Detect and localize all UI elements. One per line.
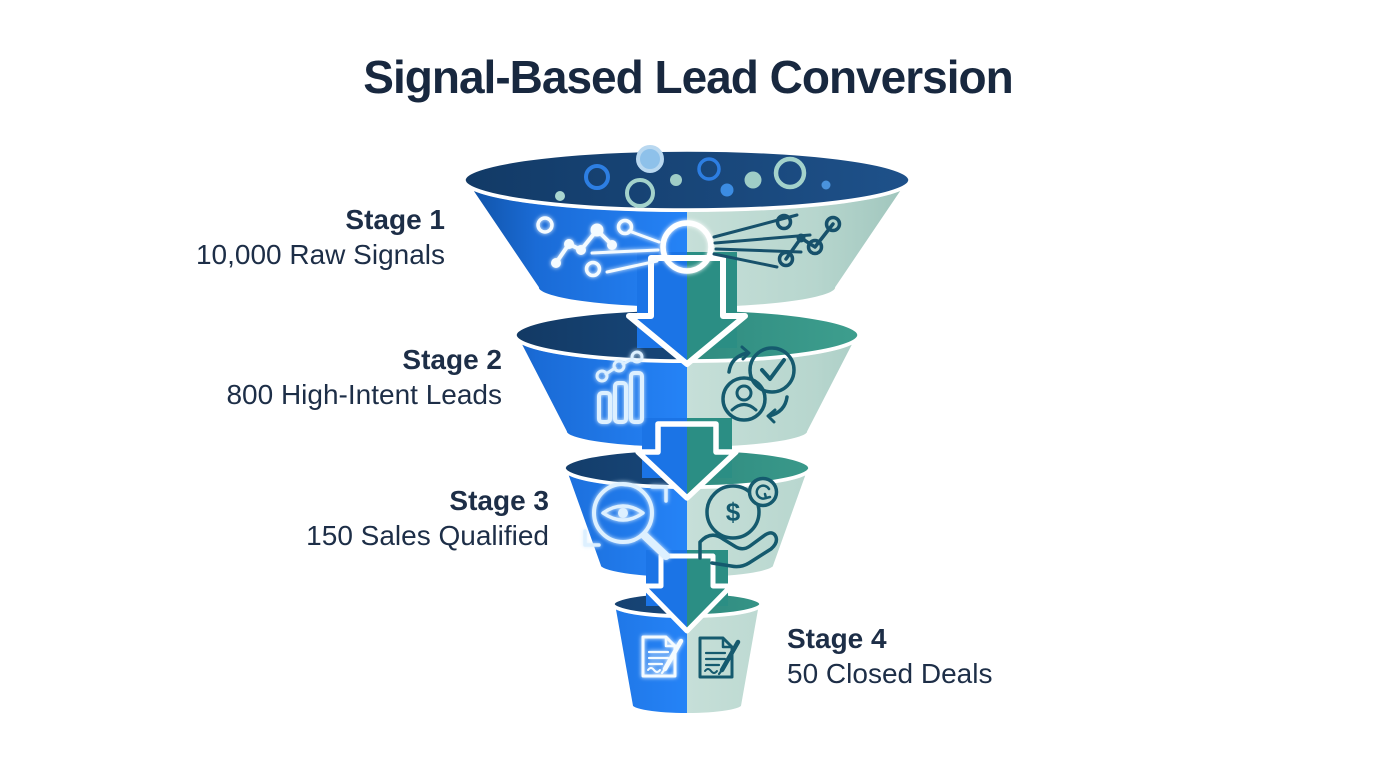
stage-4-name: Stage 4 (787, 623, 887, 654)
stage-2-label: Stage 2 800 High-Intent Leads (226, 342, 502, 413)
stage-4-value: 50 Closed Deals (787, 658, 993, 689)
page-title: Signal-Based Lead Conversion (363, 51, 1013, 103)
stage-2-name: Stage 2 (402, 344, 502, 375)
dollar-symbol: $ (726, 497, 741, 527)
lead-verification-sync-icon (721, 345, 796, 424)
signal-bubbles (555, 145, 831, 208)
signal-scatter-network-icon (536, 216, 661, 278)
stage-2-value: 800 High-Intent Leads (226, 379, 502, 410)
node-graph-icon (712, 213, 842, 269)
flow-arrow-2 (635, 421, 739, 501)
hand-holding-dollar-icon: $ (698, 476, 779, 569)
flow-arrow-3 (640, 553, 734, 634)
stage-1-value: 10,000 Raw Signals (195, 239, 445, 270)
bar-chart-trend-icon (595, 350, 644, 424)
stage-3-name: Stage 3 (449, 485, 549, 516)
signal-hub-icon (660, 220, 714, 274)
stage-1-label: Stage 1 10,000 Raw Signals (196, 202, 445, 273)
stage-3-value: 150 Sales Qualified (306, 520, 549, 551)
flow-arrow-1 (626, 255, 748, 367)
eye-magnifier-icon (583, 482, 670, 560)
stage-1-name: Stage 1 (345, 204, 445, 235)
stage-4-label: Stage 4 50 Closed Deals (787, 621, 992, 692)
stage-3-label: Stage 3 150 Sales Qualified (306, 483, 549, 554)
stage-1-rim (462, 148, 912, 212)
